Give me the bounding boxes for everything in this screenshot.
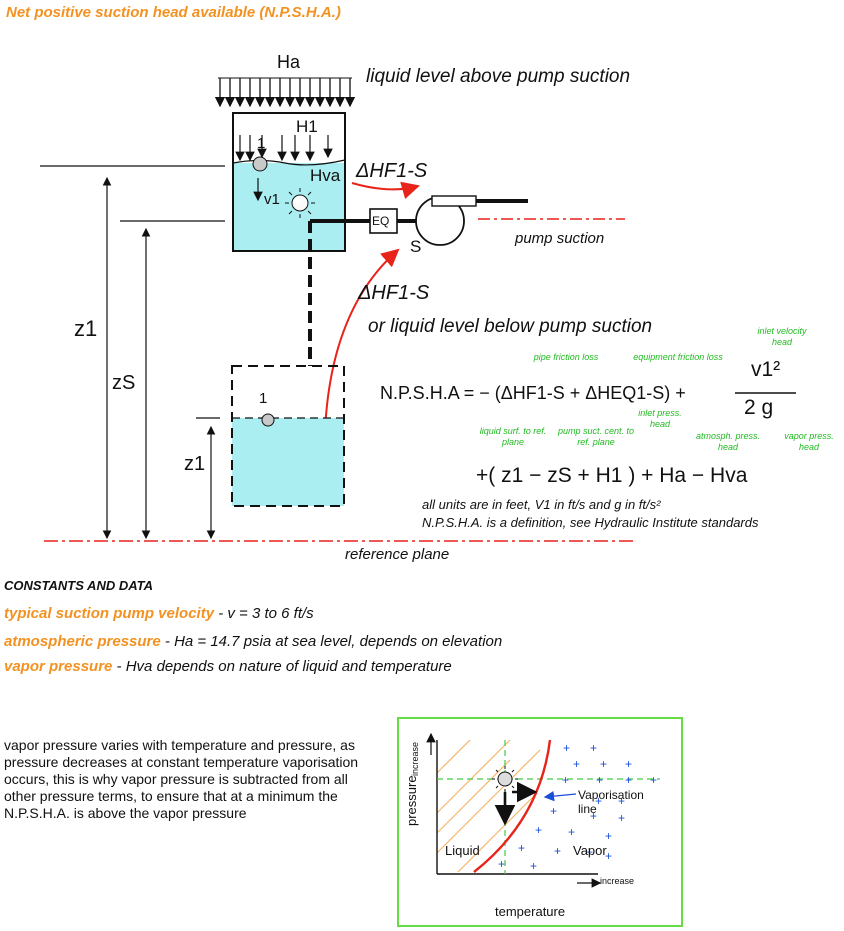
point-1-lower — [261, 413, 275, 427]
svg-text:+: + — [605, 829, 612, 843]
svg-text:+: + — [600, 757, 607, 771]
eq-label: EQ — [372, 214, 390, 228]
svg-text:+: + — [498, 857, 505, 871]
constant-velocity: typical suction pump velocity - v = 3 to… — [4, 605, 314, 622]
definition-note: N.P.S.H.A. is a definition, see Hydrauli… — [422, 515, 759, 530]
z1-lower-label: z1 — [184, 453, 206, 475]
hva-label: Hva — [310, 166, 341, 185]
lower-tank-liquid — [232, 418, 344, 506]
svg-text:+: + — [550, 804, 557, 818]
upper-tank-liquid — [233, 163, 345, 251]
svg-text:+: + — [554, 844, 561, 858]
svg-text:+: + — [530, 859, 537, 873]
dhf-top-label: ΔHF1-S — [356, 160, 428, 182]
vapor-plus-marks: ++ +++ ++++ ++ +++ +++ ++++ ++ — [498, 741, 657, 873]
chart-vapor-bubble-icon — [492, 766, 518, 792]
point-1-upper — [252, 156, 268, 172]
svg-text:+: + — [535, 823, 542, 837]
point-1-lower-label: 1 — [259, 390, 268, 407]
chart-vaporisation-line-label: Vaporisation line — [578, 788, 644, 816]
upper-tank — [232, 112, 346, 252]
svg-text:+: + — [518, 841, 525, 855]
atmospheric-pressure-arrows — [214, 78, 356, 108]
chart-y-increase-label: increase — [410, 741, 420, 776]
chart-liquid-label: Liquid — [445, 843, 480, 858]
svg-text:+: + — [618, 811, 625, 825]
liquid-below-label: or liquid level below pump suction — [368, 316, 653, 337]
h1-label: H1 — [296, 117, 318, 136]
note-vapor-press: vapor press. head — [784, 431, 834, 452]
svg-text:+: + — [562, 773, 569, 787]
svg-text:+: + — [625, 757, 632, 771]
note-inlet-press: inlet press. head — [638, 408, 682, 429]
equation-lhs: N.P.S.H.A = − (ΔHF1-S + ΔHEQ1-S) + — [380, 383, 686, 403]
svg-text:+: + — [618, 794, 625, 808]
vapor-bubble-icon — [285, 188, 315, 218]
point-1-label: 1 — [257, 135, 266, 152]
svg-text:+: + — [563, 741, 570, 755]
dhf-bottom-label: ΔHF1-S — [358, 282, 430, 304]
constant-vapor: vapor pressure - Hva depends on nature o… — [4, 658, 452, 675]
chart-y-axis-label: pressure — [404, 775, 419, 826]
note-liquid-surf: liquid surf. to ref. plane — [479, 426, 547, 447]
ha-label: Ha — [277, 52, 301, 72]
h1-arrows — [235, 135, 333, 162]
equation-line-2: +( z1 − zS + H1 ) + Ha − Hva — [476, 464, 748, 487]
svg-text:+: + — [568, 825, 575, 839]
explanation-text: vapor pressure varies with temperature a… — [4, 737, 359, 821]
constant-atmospheric: atmospheric pressure - Ha = 14.7 psia at… — [4, 633, 503, 650]
equation-fraction-denominator: 2 g — [744, 396, 774, 419]
svg-text:+: + — [586, 845, 593, 859]
svg-text:+: + — [590, 809, 597, 823]
s-label: S — [410, 237, 422, 256]
svg-text:+: + — [625, 773, 632, 787]
note-atmosph: atmosph. press. head — [695, 431, 761, 452]
chart-x-axis-label: temperature — [495, 904, 566, 919]
reference-plane-label: reference plane — [345, 546, 450, 563]
svg-text:+: + — [573, 757, 580, 771]
friction-arrow-top — [351, 181, 420, 200]
pump-suction-label: pump suction — [515, 230, 605, 247]
note-equipment-friction: equipment friction loss — [633, 352, 723, 362]
units-note: all units are in feet, V1 in ft/s and g … — [422, 497, 661, 512]
chart-vapor-label: Vapor — [573, 843, 607, 858]
svg-text:+: + — [590, 741, 597, 755]
note-inlet-velocity: inlet velocity head — [757, 326, 807, 347]
note-pump-suct: pump suct. cent. to ref. plane — [557, 426, 635, 447]
constants-header: CONSTANTS AND DATA — [4, 578, 154, 593]
svg-text:+: + — [650, 773, 657, 787]
phase-chart-frame — [397, 717, 683, 927]
chart-x-increase-label: increase — [600, 876, 635, 886]
equipment-box — [369, 208, 398, 234]
svg-text:+: + — [596, 773, 603, 787]
z1-label: z1 — [74, 316, 98, 341]
svg-text:+: + — [605, 849, 612, 863]
vaporisation-curve — [473, 739, 552, 873]
note-pipe-friction: pipe friction loss — [533, 352, 599, 362]
page-title: Net positive suction head available (N.P… — [6, 4, 341, 21]
liquid-above-label: liquid level above pump suction — [366, 66, 631, 87]
zs-label: zS — [112, 372, 136, 394]
lower-tank — [231, 365, 345, 507]
svg-text:+: + — [595, 794, 602, 808]
v1-label: v1 — [264, 191, 280, 208]
equation-fraction-numerator: v1² — [751, 358, 781, 381]
